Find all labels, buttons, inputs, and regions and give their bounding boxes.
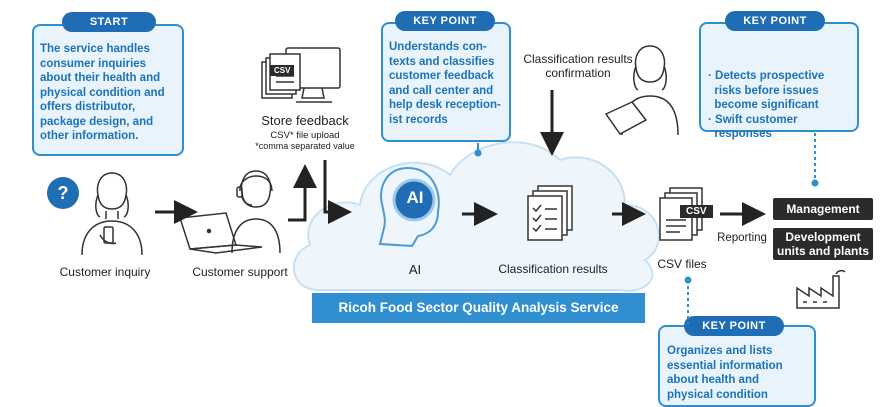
classification-docs-icon bbox=[527, 185, 573, 241]
key-point-tag-1: KEY POINT bbox=[395, 11, 495, 31]
customer-support-agent-icon bbox=[179, 170, 281, 254]
confirmation-label-line2: confirmation bbox=[545, 66, 611, 80]
csv-doc-badge: CSV bbox=[270, 65, 295, 76]
factory-icon bbox=[796, 269, 846, 309]
csv-note-label: *comma separated value bbox=[255, 141, 355, 151]
management-box: Management bbox=[773, 198, 873, 220]
classification-results-label: Classification results bbox=[498, 262, 608, 276]
csv-badge: CSV bbox=[680, 205, 713, 218]
key-point-tag-2: KEY POINT bbox=[725, 11, 825, 31]
ai-label: AI bbox=[408, 262, 422, 277]
start-tag: START bbox=[62, 12, 156, 32]
reviewer-person-icon bbox=[604, 45, 679, 136]
key-point-tag-3: KEY POINT bbox=[684, 316, 784, 336]
csv-files-label: CSV files bbox=[657, 257, 707, 271]
question-bubble-icon: ? bbox=[47, 177, 79, 209]
development-box: Development units and plants bbox=[773, 228, 873, 260]
key-point-text-2: · Detects prospective risks before issue… bbox=[708, 70, 825, 140]
confirmation-label-line1: Classification results bbox=[523, 52, 633, 66]
customer-person-icon bbox=[81, 172, 143, 256]
customer-inquiry-label: Customer inquiry bbox=[59, 265, 151, 279]
key-point-box-3 bbox=[658, 325, 816, 407]
ai-head-icon bbox=[378, 166, 440, 248]
customer-support-label: Customer support bbox=[192, 265, 288, 279]
service-banner: Ricoh Food Sector Quality Analysis Servi… bbox=[312, 293, 645, 323]
ai-badge: AI bbox=[406, 188, 424, 207]
csv-upload-label: CSV* file upload bbox=[270, 130, 340, 141]
key-point-box-1 bbox=[381, 22, 511, 142]
reporting-label: Reporting bbox=[717, 232, 767, 244]
start-box bbox=[32, 24, 184, 156]
store-feedback-label: Store feedback bbox=[261, 113, 349, 128]
